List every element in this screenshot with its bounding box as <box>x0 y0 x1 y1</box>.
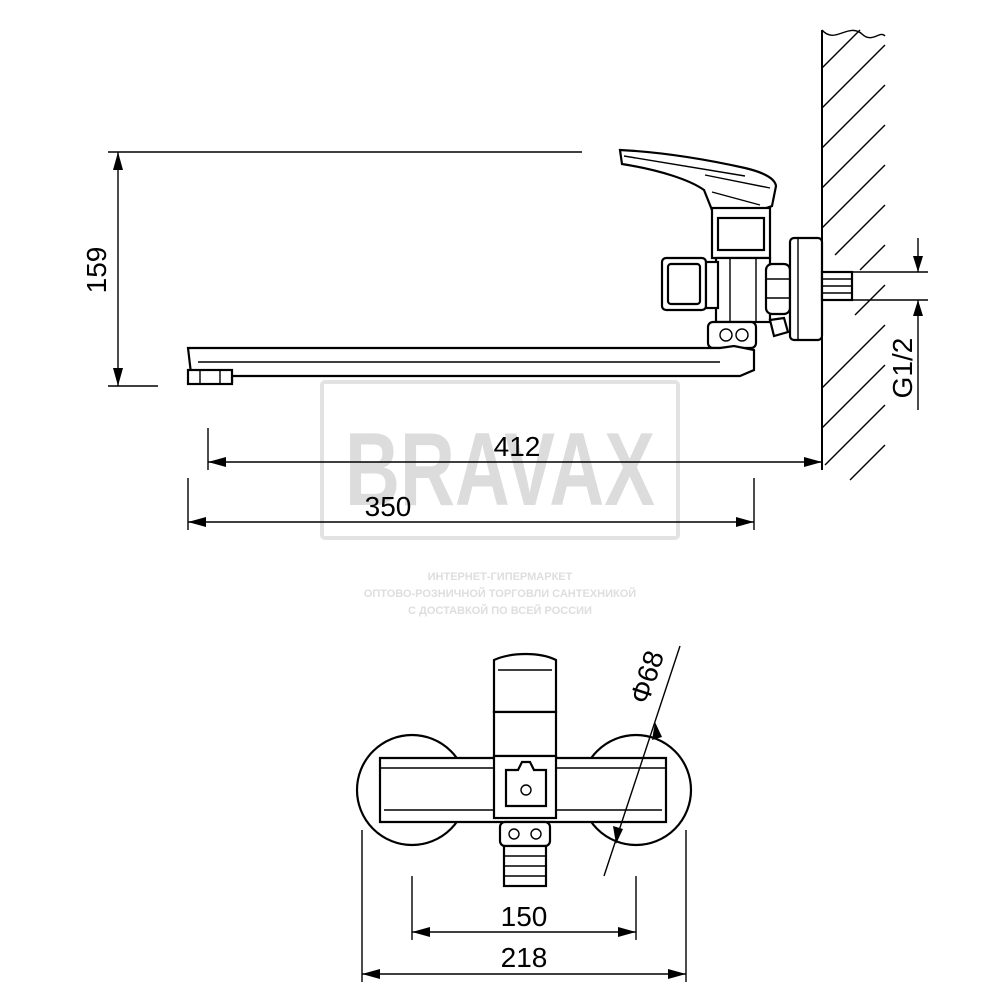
dim-label-150: 150 <box>501 901 548 932</box>
watermark-line-3: С ДОСТАВКОЙ ПО ВСЕЙ РОССИИ <box>408 604 592 617</box>
diverter-knob <box>504 760 548 808</box>
mixer-body <box>660 206 772 324</box>
side-view: 159 G1/2 412 350 <box>81 29 928 530</box>
dimension-center-distance: 150 <box>411 876 637 940</box>
dimension-thread: G1/2 <box>852 238 928 410</box>
dimension-spout-length: 350 <box>187 478 755 530</box>
dim-label-350: 350 <box>365 491 412 522</box>
eccentric-flange <box>764 236 854 342</box>
spout <box>186 320 758 386</box>
dimension-overall-width: 218 <box>361 830 687 982</box>
dimension-height: 159 <box>81 151 582 387</box>
front-view: Φ68 150 218 <box>355 645 693 982</box>
dim-label-412: 412 <box>494 431 541 462</box>
watermark-brand: BRAVAX <box>345 412 655 528</box>
dimension-reach: 412 <box>207 428 822 470</box>
dim-label-159: 159 <box>81 247 112 294</box>
handle-lever <box>618 148 778 214</box>
wall <box>821 29 886 481</box>
watermark-line-2: ОПТОВО-РОЗНИЧНОЙ ТОРГОВЛИ САНТЕХНИКОЙ <box>364 587 636 600</box>
watermark: BRAVAX ИНТЕРНЕТ-ГИПЕРМАРКЕТ ОПТОВО-РОЗНИ… <box>320 380 680 617</box>
front-spout-outlet <box>498 820 552 888</box>
dim-label-g12: G1/2 <box>887 338 918 399</box>
watermark-line-1: ИНТЕРНЕТ-ГИПЕРМАРКЕТ <box>428 571 573 583</box>
watermark-frame <box>320 380 680 540</box>
dim-label-218: 218 <box>501 942 548 973</box>
